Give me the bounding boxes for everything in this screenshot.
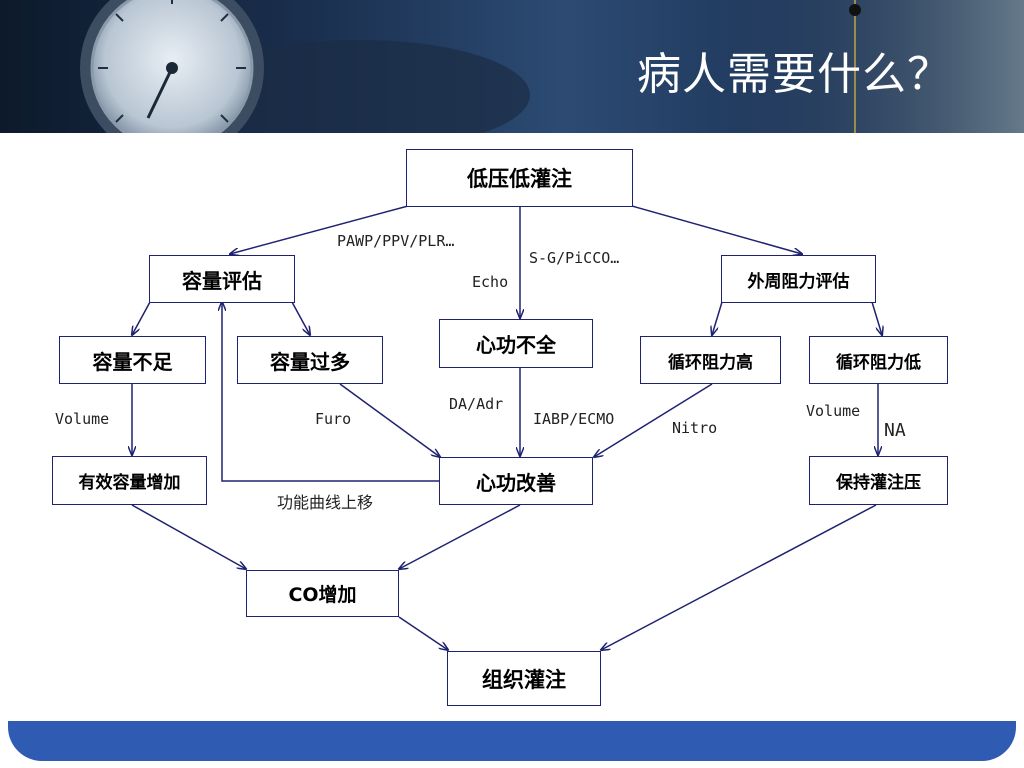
label-da-adr: DA/Adr [449,395,504,413]
edge-svrhigh-improved [594,383,713,457]
edge-hypotension-svr [631,205,802,254]
label-nitro: Nitro [672,419,718,437]
edge-co-tissue [398,616,448,650]
edge-effective-co [131,504,246,569]
edge-improved-feedback [222,302,440,482]
node-volume-assess: 容量评估 [149,255,295,303]
node-volume-overload: 容量过多 [237,336,383,384]
edge-svr-low [871,301,882,335]
label-iabp-ecmo: IABP/ECMO [533,410,615,428]
node-hypotension: 低压低灌注 [406,149,633,207]
label-na: NA [884,420,906,441]
label-curve-shift: 功能曲线上移 [277,493,374,512]
node-volume-deficit: 容量不足 [59,336,206,384]
edge-overload-improved [339,383,440,457]
label-volume-right: Volume [806,402,861,420]
node-cardiac-insufficiency: 心功不全 [439,319,593,368]
edge-volume-overload [291,301,310,335]
node-cardiac-improved: 心功改善 [439,457,593,505]
label-sg-picco: S-G/PiCCO… [529,249,620,267]
node-svr-assess: 外周阻力评估 [721,255,876,303]
node-maintain-perfusion: 保持灌注压 [809,456,948,505]
page-title: 病人需要什么？ [637,49,952,100]
edge-improved-co [399,504,521,569]
edge-volume-deficit [132,301,151,335]
label-pawp: PAWP/PPV/PLR… [337,232,455,250]
edge-hypotension-volume [230,205,409,254]
blood-pressure-gauge-icon [80,0,1024,133]
label-volume-left: Volume [55,410,110,428]
label-echo: Echo [472,273,509,291]
label-furo: Furo [315,410,352,428]
node-effective-volume-up: 有效容量增加 [52,456,207,505]
header-banner: 病人需要什么？ [0,0,1024,133]
node-co-increase: CO增加 [246,570,399,617]
edge-svr-high [712,301,723,335]
node-svr-high: 循环阻力高 [640,336,781,384]
footer-bar [8,721,1016,761]
node-tissue-perfusion: 组织灌注 [447,651,601,706]
edge-maintain-tissue [601,504,877,650]
node-svr-low: 循环阻力低 [809,336,948,384]
